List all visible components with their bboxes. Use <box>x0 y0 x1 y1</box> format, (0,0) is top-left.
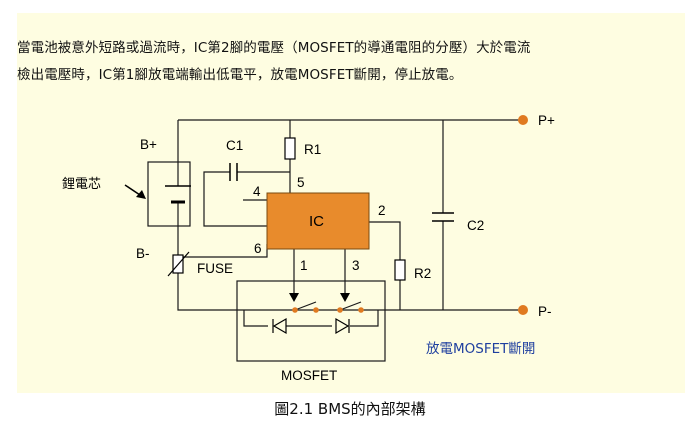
label-cell: 鋰電芯 <box>62 177 101 192</box>
cell-pointer <box>124 184 141 196</box>
label-pin-4: 4 <box>253 184 261 199</box>
label-pin-3: 3 <box>352 258 360 273</box>
terminal-p-minus <box>518 305 528 315</box>
r1-resistor <box>284 137 296 160</box>
switch-contact <box>313 307 319 313</box>
diode-right <box>335 317 350 335</box>
wire-battery-minus <box>177 226 523 311</box>
label-b-minus: B- <box>136 246 150 261</box>
label-pin-1: 1 <box>300 258 308 273</box>
terminal-p-plus <box>518 115 528 125</box>
label-p-minus: P- <box>538 304 552 319</box>
switch-contact <box>358 307 364 313</box>
pin1-arrow <box>289 293 299 302</box>
description-line-2: 檢出電壓時，IC第1腳放電端輸出低電平，放電MOSFET斷開，停止放電。 <box>17 67 463 83</box>
label-c2: C2 <box>467 218 484 233</box>
label-c1: C1 <box>226 138 243 153</box>
mosfet-switch-left <box>294 301 317 311</box>
label-r2: R2 <box>414 266 431 281</box>
label-ic: IC <box>309 213 324 230</box>
fuse-slash <box>167 251 190 277</box>
label-mosfet: MOSFET <box>281 368 337 383</box>
label-r1: R1 <box>304 142 321 157</box>
ic-chip <box>266 192 370 250</box>
mosfet-box <box>236 280 386 362</box>
mosfet-switch-right <box>339 301 362 311</box>
label-pin-6: 6 <box>254 241 262 256</box>
r2-resistor <box>394 259 406 281</box>
pin3-arrow <box>340 293 350 302</box>
cell-pointer-head <box>136 190 146 199</box>
figure-caption: 圖2.1 BMS的內部架構 <box>274 400 426 418</box>
mosfet-wire <box>243 310 379 327</box>
battery-box <box>147 161 191 227</box>
label-pin-2: 2 <box>378 203 386 218</box>
label-b-plus: B+ <box>140 137 157 152</box>
label-fuse: FUSE <box>197 261 233 276</box>
label-p-plus: P+ <box>538 113 555 128</box>
label-pin-5: 5 <box>297 175 305 190</box>
switch-contact <box>337 307 343 313</box>
description-line-1: 當電池被意外短路或過流時，IC第2腳的電壓（MOSFET的導通電阻的分壓）大於電… <box>17 40 531 56</box>
switch-contact <box>292 307 298 313</box>
annotation-mosfet-off: 放電MOSFET斷開 <box>426 341 535 357</box>
wire-c1 <box>203 171 290 227</box>
wire-pin2 <box>369 221 401 310</box>
diode-left <box>272 317 287 335</box>
